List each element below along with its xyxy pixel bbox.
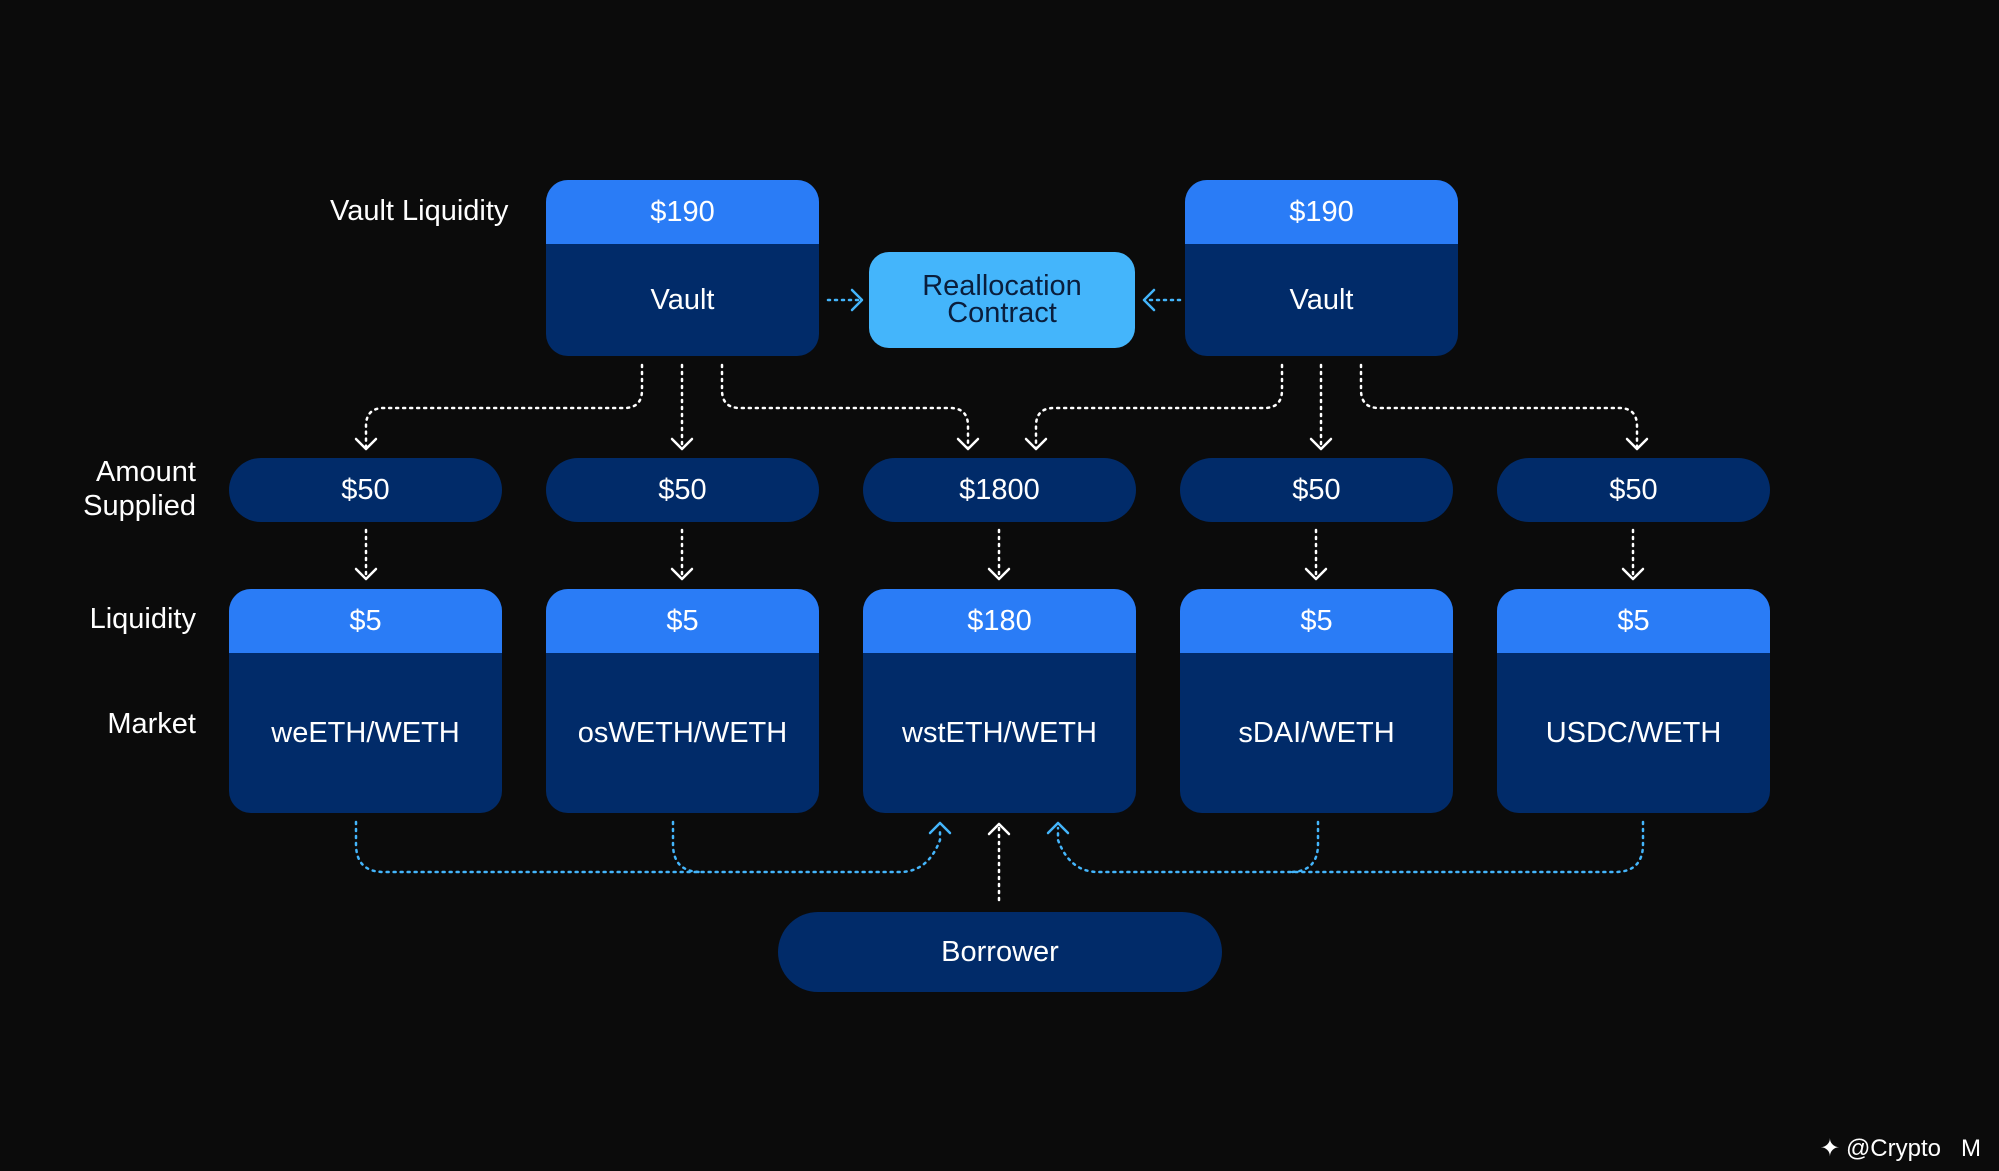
label-amount-supplied-line2: Supplied: [83, 490, 196, 522]
label-amount-supplied-line1: Amount: [96, 456, 196, 488]
supplied-usdc: $50: [1497, 458, 1770, 522]
market-name: sDAI/WETH: [1238, 716, 1395, 749]
supplied-wsteth: $1800: [863, 458, 1136, 522]
market-osweth-weth: $5 osWETH/WETH: [546, 589, 819, 813]
vault-left-liquidity: $190: [546, 180, 819, 244]
vault-right-to-supply-5: [1359, 363, 1639, 450]
label-amount-supplied: Amount Supplied: [74, 455, 196, 523]
vault-right: $190 Vault: [1185, 180, 1458, 356]
market-name: USDC/WETH: [1545, 716, 1722, 749]
vault-right-label: Vault: [1289, 283, 1354, 316]
market-weeth-weth: $5 weETH/WETH: [229, 589, 502, 813]
reallocation-line2: Contract: [947, 297, 1057, 329]
supplied-osweth: $50: [546, 458, 819, 522]
vault-left-to-supply-3: [720, 363, 970, 450]
vault-right-to-supply-3: [1034, 363, 1284, 450]
watermark-text: @Crypto: [1845, 1134, 1941, 1162]
market-usdc-weth: $5 USDC/WETH: [1497, 589, 1770, 813]
market-liquidity: $5: [1497, 589, 1770, 653]
supplied-weeth: $50: [229, 458, 502, 522]
market-wsteth-weth: $180 wstETH/WETH: [863, 589, 1136, 813]
borrower: Borrower: [778, 912, 1222, 992]
market-liquidity: $5: [546, 589, 819, 653]
market-name: weETH/WETH: [271, 716, 460, 749]
white-arrowheads: [354, 437, 1649, 836]
reallocation-line1: Reallocation: [922, 270, 1082, 302]
vault-right-liquidity: $190: [1185, 180, 1458, 244]
watermark: ✦ @Crypto M: [1820, 1134, 1981, 1163]
market-liquidity: $5: [1180, 589, 1453, 653]
market-liquidity: $5: [229, 589, 502, 653]
vault-left-label: Vault: [650, 283, 715, 316]
vault-left: $190 Vault: [546, 180, 819, 356]
label-market: Market: [107, 708, 196, 740]
vault-left-to-supply-1: [364, 363, 644, 450]
market-sdai-weth: $5 sDAI/WETH: [1180, 589, 1453, 813]
market-liquidity: $180: [863, 589, 1136, 653]
watermark-suffix: M: [1961, 1134, 1981, 1162]
supplied-sdai: $50: [1180, 458, 1453, 522]
label-vault-liquidity: Vault Liquidity: [330, 195, 509, 227]
reallocation-contract: Reallocation Contract: [869, 252, 1135, 348]
binance-square-icon: ✦: [1819, 1135, 1840, 1162]
label-liquidity: Liquidity: [89, 603, 196, 635]
market-name: osWETH/WETH: [577, 716, 788, 749]
market-name: wstETH/WETH: [902, 716, 1097, 749]
blue-arrowheads: [850, 288, 1156, 835]
